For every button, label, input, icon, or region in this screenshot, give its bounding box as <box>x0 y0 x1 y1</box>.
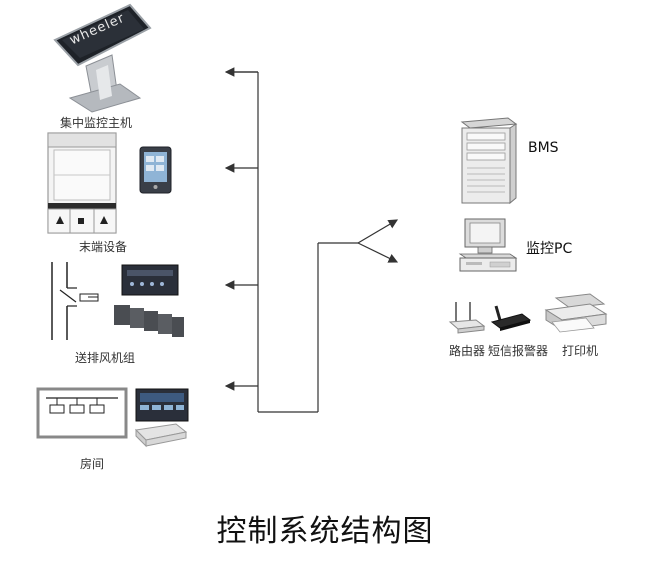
diagram-title: 控制系统结构图 <box>216 514 434 549</box>
router-label: 路由器 <box>449 344 486 358</box>
room-label: 房间 <box>80 457 105 471</box>
monitor-host-label: 集中监控主机 <box>60 116 133 130</box>
printer-label: 打印机 <box>562 344 599 358</box>
bms-label: BMS <box>528 140 559 156</box>
fan-group-label: 送排风机组 <box>75 351 136 365</box>
pc-label: 监控PC <box>526 241 573 257</box>
arrow-to-bms <box>357 219 399 244</box>
terminal-label: 末端设备 <box>79 240 128 254</box>
arrow-to-pc <box>357 242 399 263</box>
alarm-label: 短信报警器 <box>488 344 549 358</box>
